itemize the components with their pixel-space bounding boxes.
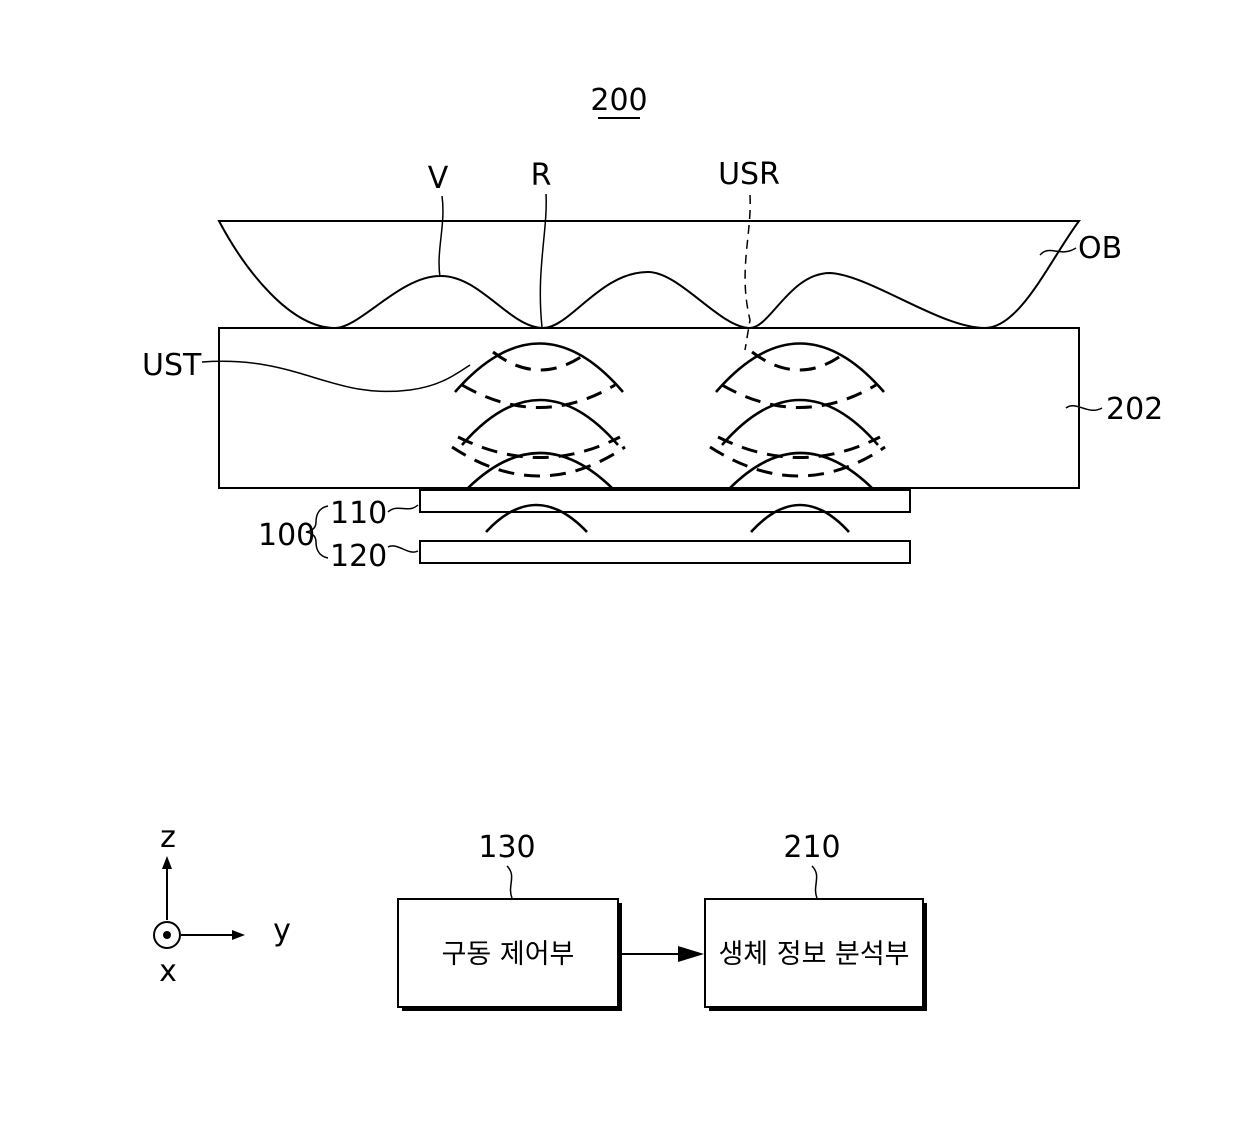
leader-110 (388, 505, 418, 512)
sensor-layer-110 (420, 490, 910, 512)
x-axis-dot (163, 931, 171, 939)
axis-x-label: x (159, 954, 177, 989)
label-v: V (428, 161, 449, 196)
wave-dashed-arc (458, 437, 620, 458)
wave-arc (716, 344, 884, 393)
label-sensor: 100 (258, 518, 315, 553)
cover-layer (219, 328, 1079, 488)
axis-z-label: z (160, 820, 176, 855)
label-layer-110: 110 (330, 496, 387, 531)
wave-dashed-arc (722, 385, 876, 408)
sensor-layer-120 (420, 541, 910, 563)
leader-v (439, 196, 443, 277)
leader-r (540, 194, 546, 327)
label-r: R (531, 158, 552, 193)
object-outline (219, 221, 1079, 328)
label-usr: USR (718, 157, 780, 192)
label-layer-120: 120 (330, 539, 387, 574)
leader-120 (388, 546, 418, 552)
y-axis-arrowhead (232, 930, 245, 940)
wave-dashed-arc (752, 352, 846, 370)
leader-cover (1066, 406, 1102, 411)
device-ref-label: 200 (590, 83, 647, 118)
z-axis-arrowhead (162, 856, 172, 869)
sensor-wave-arc-right (751, 505, 849, 532)
axis-y-label: y (273, 913, 291, 948)
leader-130 (507, 866, 512, 898)
ultrasonic-wave-right (710, 344, 885, 489)
coordinate-axes: z y x (154, 820, 291, 989)
leader-210 (812, 866, 817, 898)
label-ust: UST (142, 348, 202, 383)
block-210-label: 생체 정보 분석부 (718, 939, 909, 970)
block-130-ref: 130 (478, 830, 535, 865)
block-210-ref: 210 (783, 830, 840, 865)
ultrasonic-wave-left (452, 344, 625, 489)
wave-dashed-arc (462, 385, 615, 408)
block-130-label: 구동 제어부 (442, 939, 575, 970)
label-cover: 202 (1106, 392, 1163, 427)
arrow-head (678, 946, 704, 962)
wave-dashed-arc (452, 447, 625, 476)
leader-ust (202, 361, 470, 391)
label-ob: OB (1078, 231, 1122, 266)
device-reference: 200 (590, 83, 647, 118)
wave-dashed-arc (710, 447, 885, 476)
block-diagram: 130 구동 제어부 210 생체 정보 분석부 (398, 830, 927, 1011)
sensor-wave-arc-left (486, 505, 587, 532)
wave-dashed-arc (493, 352, 588, 370)
wave-arc (455, 344, 623, 393)
wave-dashed-arc (718, 437, 880, 458)
